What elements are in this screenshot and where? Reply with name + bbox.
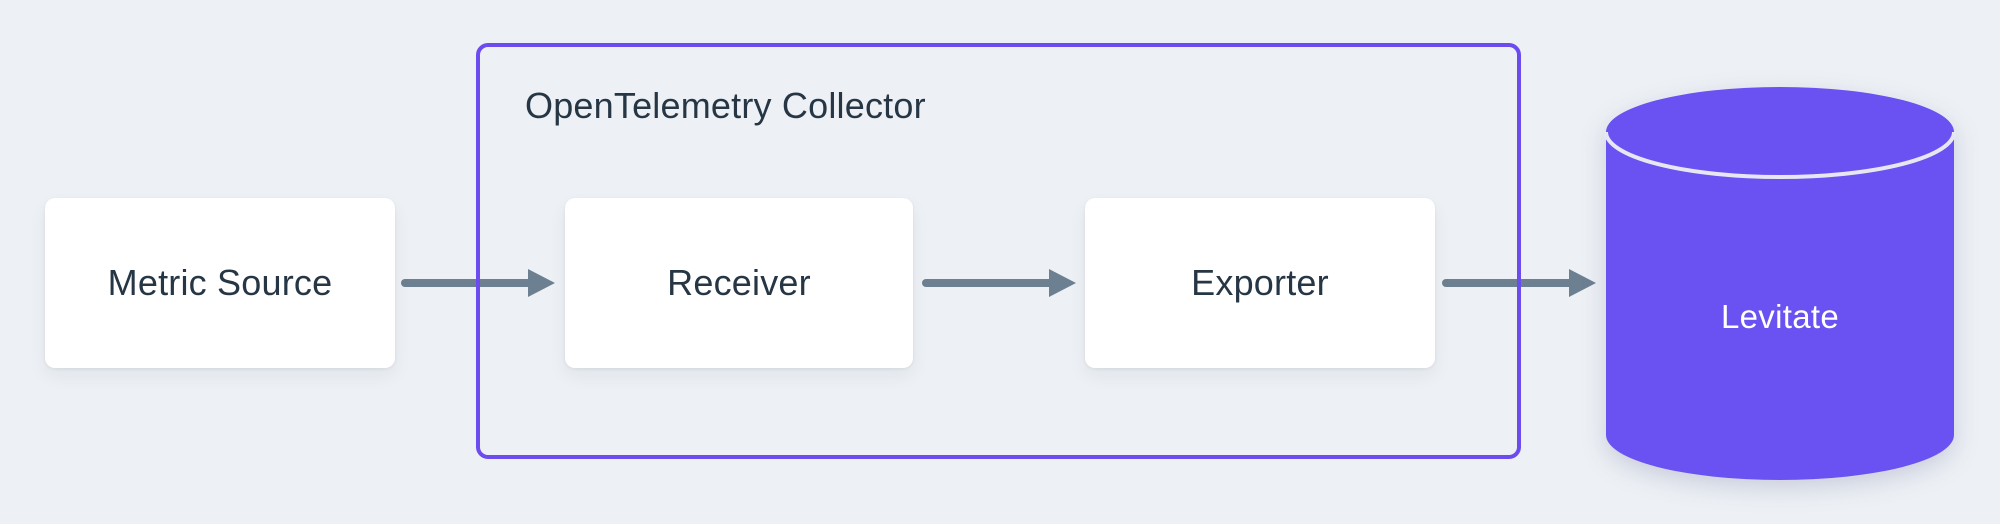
node-label: Receiver [667,262,811,303]
node-exporter: Exporter [1085,198,1435,368]
cylinder-body [1606,87,1954,480]
node-metric-source: Metric Source [45,198,395,368]
cylinder-top-rim [1604,131,1956,179]
database-cylinder-icon [1604,87,1956,480]
flow-arrow-icon [1442,269,1596,297]
node-receiver: Receiver [565,198,913,368]
flow-arrow-icon [922,269,1076,297]
node-label: Exporter [1191,262,1329,303]
arrow-head [1569,269,1596,297]
arrow-head [528,269,555,297]
node-label: Metric Source [107,262,333,303]
flow-arrow-icon [401,269,555,297]
node-label: Levitate [1721,298,1839,335]
arrow-head [1049,269,1076,297]
node-levitate: Levitate [1600,84,1960,484]
collector-group-title: OpenTelemetry Collector [525,85,926,126]
